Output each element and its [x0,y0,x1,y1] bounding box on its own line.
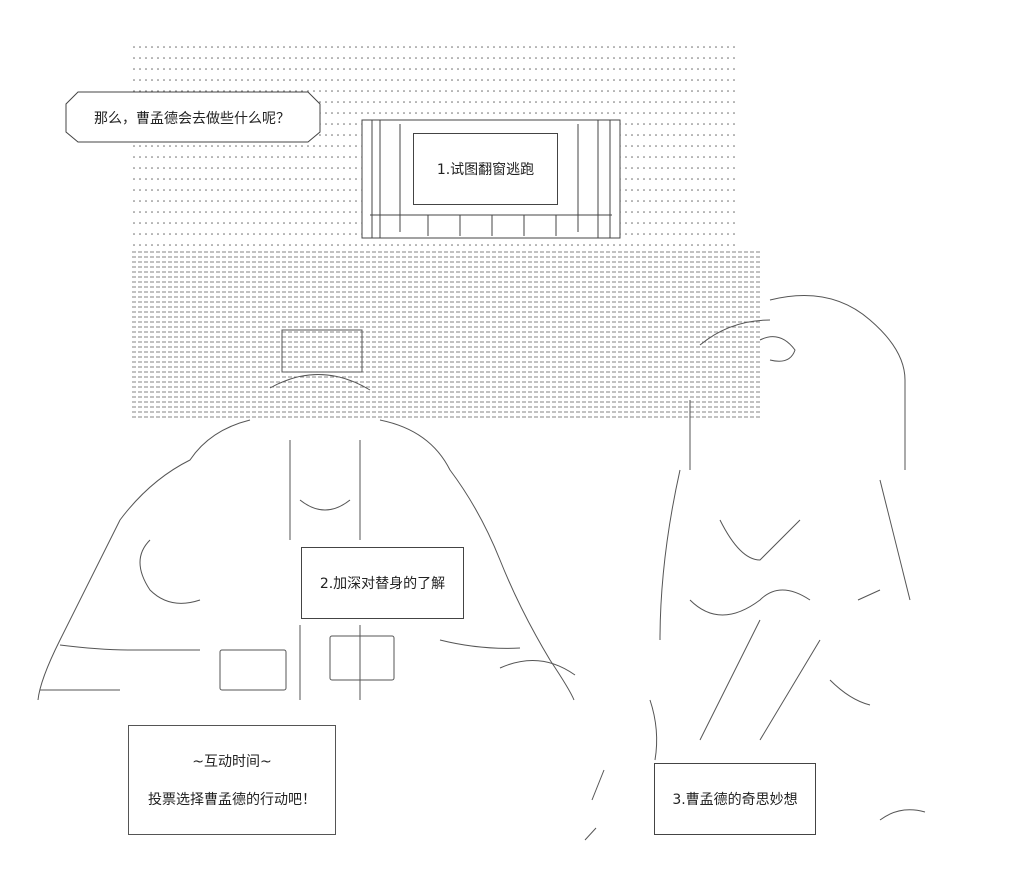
dotted-backdrop [130,40,760,420]
vote-prompt: 投票选择曹孟德的行动吧！ [148,792,316,808]
option-2-text: 2.加深对替身的了解 [319,576,446,592]
vote-panel: ~互动时间~ 投票选择曹孟德的行动吧！ [128,725,336,835]
speech-bubble: 那么，曹孟德会去做些什么呢？ [66,96,318,140]
option-3-caption: 3.曹孟德的奇思妙想 [654,763,816,835]
option-1-caption: 1.试图翻窗逃跑 [413,133,558,205]
right-character-figure [584,295,926,841]
option-1-text: 1.试图翻窗逃跑 [436,162,535,178]
vote-title: ~互动时间~ [192,754,272,770]
speech-bubble-frame [65,91,321,143]
option-3-text: 3.曹孟德的奇思妙想 [672,792,798,808]
left-character-figure [37,329,576,701]
option-2-caption: 2.加深对替身的了解 [301,547,464,619]
speech-text: 那么，曹孟德会去做些什么呢？ [94,111,290,127]
